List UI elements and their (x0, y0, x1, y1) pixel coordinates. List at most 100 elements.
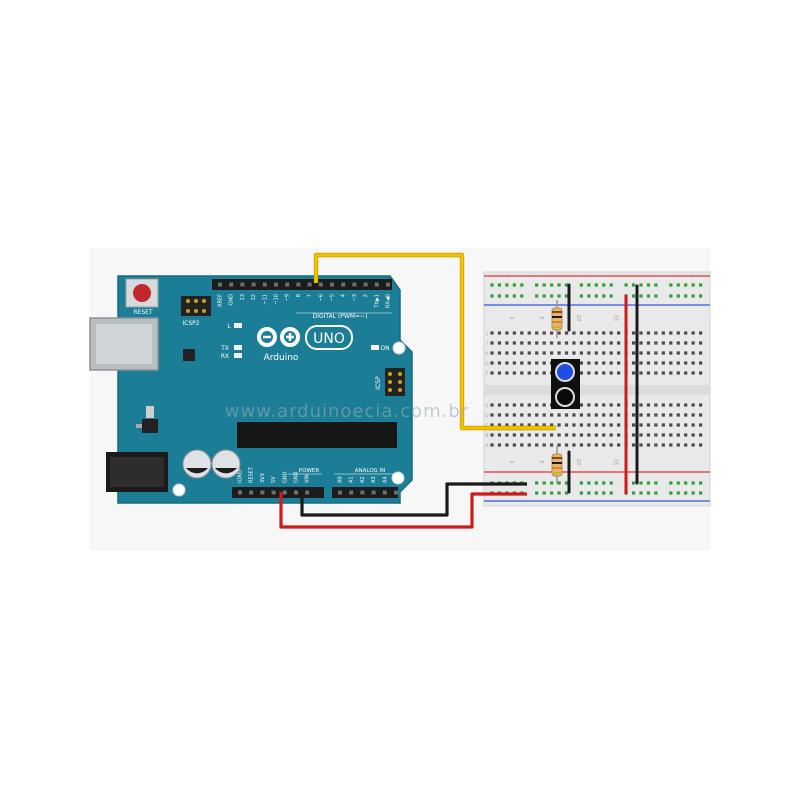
row-letter: A (485, 443, 489, 449)
breadboard-hole (542, 443, 546, 447)
breadboard-hole (617, 351, 621, 355)
breadboard-hole (579, 283, 583, 287)
header-pin (318, 282, 323, 287)
breadboard-hole (654, 341, 658, 345)
capacitor (211, 449, 241, 479)
breadboard-hole (594, 403, 598, 407)
header-pin-label: A1 (349, 476, 355, 483)
breadboard-hole (542, 433, 546, 437)
icsp2-header (181, 296, 211, 316)
breadboard-hole (527, 361, 531, 365)
breadboard-hole (676, 294, 680, 298)
breadboard-hole (587, 491, 591, 495)
reset-button (125, 278, 159, 308)
header-pin (229, 282, 234, 287)
breadboard-hole (572, 433, 576, 437)
breadboard-hole (587, 481, 591, 485)
breadboard-hole (631, 491, 636, 495)
digital-label: DIGITAL (PWM=~) (313, 313, 368, 320)
breadboard-hole (684, 361, 688, 365)
breadboard-hole (646, 361, 651, 365)
breadboard-hole (579, 413, 583, 417)
breadboard-hole (669, 341, 673, 345)
breadboard-hole (535, 371, 539, 375)
breadboard-hole (684, 283, 688, 287)
breadboard-hole (572, 443, 576, 447)
breadboard-hole (699, 283, 703, 287)
breadboard-hole (557, 433, 561, 437)
header-pin-label: RESET (249, 466, 255, 483)
breadboard-hole (564, 413, 569, 417)
breadboard-hole (609, 341, 613, 345)
breadboard-hole (691, 413, 695, 417)
breadboard-hole (609, 371, 613, 375)
breadboard-hole (624, 283, 628, 287)
breadboard-hole (684, 413, 688, 417)
breadboard-hole (639, 403, 643, 407)
breadboard-hole (691, 283, 695, 287)
icsp-label: ICSP (375, 376, 382, 390)
breadboard-hole (654, 351, 658, 355)
breadboard-hole (520, 331, 524, 335)
breadboard-hole (512, 283, 516, 287)
breadboard-hole (676, 361, 680, 365)
breadboard-hole (602, 351, 606, 355)
breadboard-hole (684, 433, 688, 437)
breadboard-hole (639, 433, 643, 437)
breadboard-hole (654, 443, 658, 447)
breadboard-hole (654, 413, 658, 417)
breadboard-hole (564, 433, 569, 437)
breadboard-hole (497, 331, 502, 335)
breadboard-hole (602, 361, 606, 365)
breadboard-hole (691, 361, 695, 365)
breadboard-hole (542, 351, 546, 355)
breadboard-hole (646, 443, 651, 447)
breadboard-hole (535, 423, 539, 427)
breadboard-hole (564, 491, 569, 495)
header-pin (305, 490, 310, 495)
breadboard-hole (557, 331, 561, 335)
breadboard-hole (602, 403, 606, 407)
breadboard-hole (676, 371, 680, 375)
breadboard-hole (542, 423, 546, 427)
header-pin-label: 4 (341, 294, 347, 297)
breadboard-hole (661, 403, 665, 407)
breadboard-hole (497, 413, 502, 417)
breadboard-hole (691, 491, 695, 495)
breadboard-hole (587, 351, 591, 355)
breadboard-hole (579, 341, 583, 345)
breadboard-hole (535, 491, 539, 495)
header-pin (330, 282, 334, 287)
breadboard-hole (542, 481, 546, 485)
led-rx-label: RX (221, 353, 229, 360)
breadboard-hole (699, 481, 703, 485)
breadboard-hole (602, 283, 606, 287)
breadboard-hole (617, 403, 621, 407)
breadboard-hole (594, 413, 598, 417)
breadboard-hole (587, 331, 591, 335)
breadboard-hole (676, 423, 680, 427)
breadboard-hole (684, 423, 688, 427)
header-pin (352, 282, 357, 287)
breadboard-hole (639, 423, 643, 427)
breadboard-hole (602, 443, 606, 447)
breadboard-hole (676, 443, 680, 447)
breadboard-hole (579, 433, 583, 437)
breadboard-hole (639, 371, 643, 375)
header-pin-label: 5V (271, 476, 277, 483)
breadboard-hole (512, 294, 516, 298)
mounting-hole (391, 471, 405, 485)
header-pin (307, 282, 312, 287)
power-header-title: POWER (299, 468, 320, 474)
breadboard-hole (631, 433, 636, 437)
breadboard-hole (639, 351, 643, 355)
breadboard-hole (505, 423, 509, 427)
breadboard-hole (639, 331, 643, 335)
breadboard-hole (602, 331, 606, 335)
header-pin-label: 8 (296, 294, 302, 297)
header-pin (394, 490, 398, 495)
breadboard-hole (699, 413, 703, 417)
header-pin-label: GND (294, 471, 300, 483)
breadboard-hole (699, 361, 703, 365)
